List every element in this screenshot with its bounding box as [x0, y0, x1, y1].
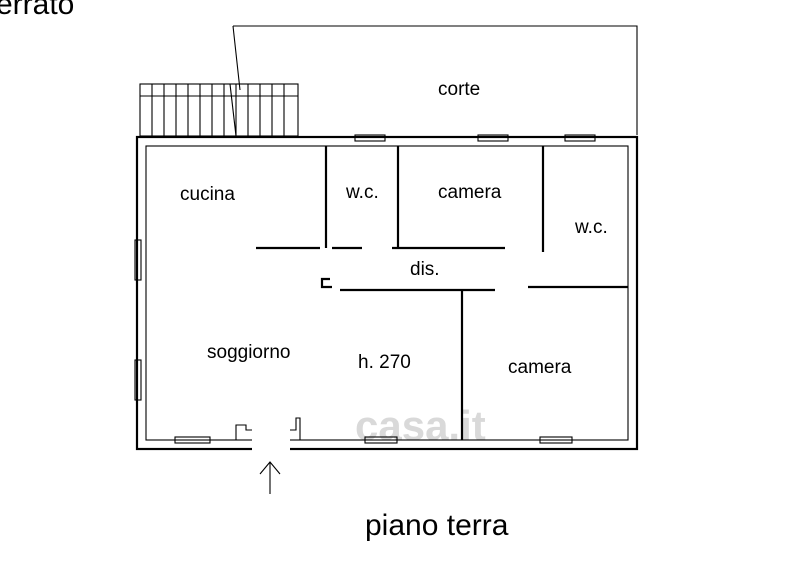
- entrance: [235, 417, 301, 494]
- interior-walls: [256, 146, 628, 440]
- ceiling-height-label: h. 270: [358, 352, 411, 373]
- room-label-wc-left: w.c.: [345, 182, 379, 203]
- staircase: [139, 83, 299, 137]
- room-label-cucina: cucina: [180, 184, 235, 205]
- room-label-corte: corte: [438, 79, 480, 100]
- watermark-text: casa.it: [355, 402, 486, 449]
- courtyard-outline: [232, 25, 638, 135]
- room-label-dis: dis.: [410, 259, 440, 280]
- outer-walls: [134, 134, 639, 451]
- room-label-wc-right: w.c.: [574, 217, 608, 238]
- upper-floor-label: errato: [0, 0, 74, 21]
- room-label-camera-bottom: camera: [508, 357, 572, 378]
- floor-title: piano terra: [365, 509, 509, 542]
- room-label-camera-top: camera: [438, 182, 502, 203]
- room-label-soggiorno: soggiorno: [207, 342, 290, 363]
